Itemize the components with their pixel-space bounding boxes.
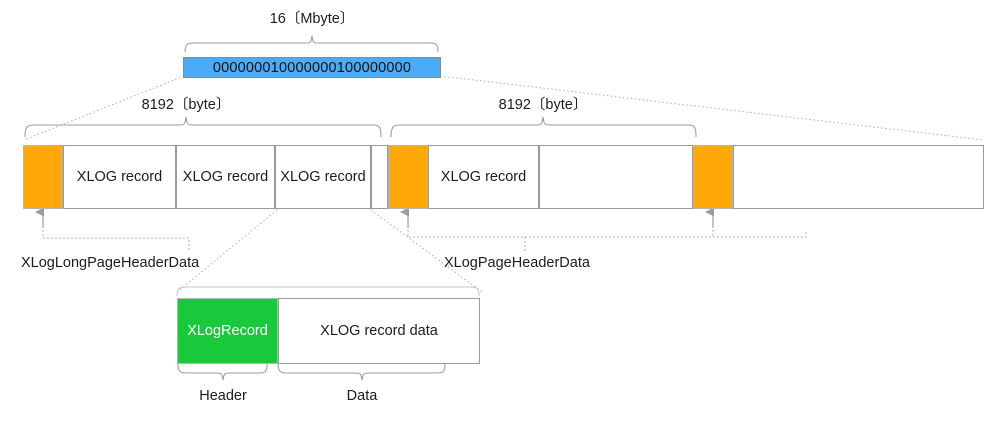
cell-xlog-record-3: XLOG record (275, 145, 371, 209)
brace-data (277, 363, 446, 381)
label-data-brace: Data (346, 388, 378, 404)
leader-long-header (42, 230, 190, 250)
lsn-value-bar: 000000010000000100000000 (183, 57, 441, 78)
cell-page-header-3 (693, 145, 733, 209)
cell-long-page-header (23, 145, 63, 209)
brace-page-left (24, 116, 382, 138)
brace-detail-top (176, 286, 480, 297)
cell-free-space-1 (371, 145, 388, 209)
cell-free-space-2 (539, 145, 693, 209)
brace-page-right (390, 116, 697, 138)
cell-free-space-3 (733, 145, 984, 209)
label-header-brace: Header (199, 388, 247, 404)
cell-xlog-record-data: XLOG record data (278, 298, 480, 364)
brace-16mbyte (184, 35, 439, 53)
leader-page-header-bar (407, 230, 807, 238)
cell-xlogrecord-header: XLogRecord (177, 298, 278, 364)
label-16mbyte: 16〔Mbyte〕 (269, 11, 355, 27)
cell-xlog-record-1: XLOG record (63, 145, 176, 209)
label-page-size-left: 8192〔byte〕 (141, 97, 231, 113)
detail-zoom-right (370, 209, 483, 293)
brace-header (177, 363, 268, 381)
cell-xlog-record-4: XLOG record (428, 145, 539, 209)
detail-zoom-left (176, 209, 278, 293)
label-xlog-page-header-data: XLogPageHeaderData (444, 255, 590, 271)
label-page-size-right: 8192〔byte〕 (498, 97, 588, 113)
cell-page-header-2 (388, 145, 428, 209)
cell-xlog-record-2: XLOG record (176, 145, 275, 209)
label-xlog-long-page-header-data: XLogLongPageHeaderData (21, 255, 200, 271)
